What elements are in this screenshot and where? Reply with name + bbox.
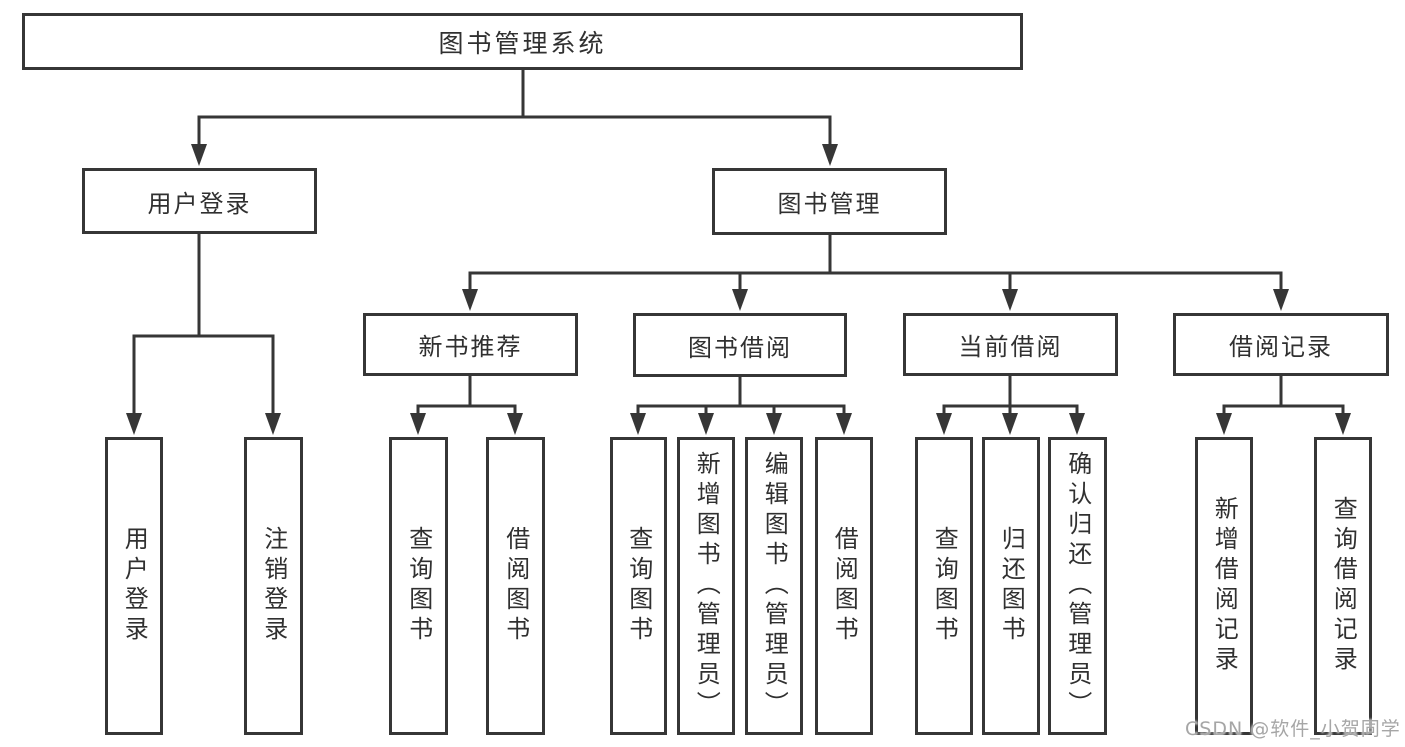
leaf-borrow-books-recommend: 借阅图书 bbox=[486, 437, 545, 735]
node-label: 确认归还（管理员） bbox=[1063, 451, 1092, 721]
node-label: 归还图书 bbox=[997, 526, 1026, 646]
node-label: 用户登录 bbox=[147, 189, 252, 218]
node-new-book-recommend: 新书推荐 bbox=[363, 313, 578, 376]
node-label: 新书推荐 bbox=[418, 333, 523, 361]
node-label: 查询图书 bbox=[624, 526, 653, 646]
node-book-borrowing: 图书借阅 bbox=[633, 313, 847, 377]
node-label: 借阅图书 bbox=[501, 526, 530, 646]
node-label: 新增借阅记录 bbox=[1210, 496, 1239, 676]
leaf-query-books-recommend: 查询图书 bbox=[389, 437, 448, 735]
leaf-logout-login: 注销登录 bbox=[244, 437, 303, 735]
leaf-user-login: 用户登录 bbox=[105, 437, 163, 735]
node-label: 新增图书（管理员） bbox=[692, 451, 721, 721]
arrowheads bbox=[126, 144, 1351, 435]
node-label: 图书借阅 bbox=[688, 333, 792, 362]
leaf-confirm-return-admin: 确认归还（管理员） bbox=[1048, 437, 1107, 735]
leaf-borrow-books-borrow: 借阅图书 bbox=[815, 437, 873, 735]
leaf-return-books: 归还图书 bbox=[982, 437, 1040, 735]
leaf-query-borrow-record: 查询借阅记录 bbox=[1314, 437, 1372, 735]
node-label: 用户登录 bbox=[120, 526, 149, 646]
node-label: 借阅记录 bbox=[1229, 333, 1333, 361]
node-label: 当前借阅 bbox=[958, 333, 1063, 361]
leaf-edit-books-admin: 编辑图书（管理员） bbox=[745, 437, 803, 735]
node-label: 注销登录 bbox=[259, 526, 288, 646]
node-label: 图书管理 bbox=[777, 190, 882, 218]
node-label: 图书管理系统 bbox=[438, 28, 607, 58]
leaf-add-borrow-record: 新增借阅记录 bbox=[1195, 437, 1253, 735]
node-book-management: 图书管理 bbox=[712, 168, 947, 235]
node-label: 查询图书 bbox=[930, 526, 959, 646]
node-current-borrowing: 当前借阅 bbox=[903, 313, 1118, 376]
leaf-query-books-current: 查询图书 bbox=[915, 437, 973, 735]
node-label: 编辑图书（管理员） bbox=[760, 451, 789, 721]
node-borrow-records: 借阅记录 bbox=[1173, 313, 1389, 376]
leaf-query-books-borrow: 查询图书 bbox=[610, 437, 667, 735]
leaf-add-books-admin: 新增图书（管理员） bbox=[677, 437, 735, 735]
node-library-management-system: 图书管理系统 bbox=[22, 13, 1023, 70]
node-user-login: 用户登录 bbox=[82, 168, 317, 234]
node-label: 查询借阅记录 bbox=[1329, 496, 1358, 676]
csdn-watermark: CSDN @软件_小贺同学 bbox=[1185, 718, 1401, 740]
node-label: 借阅图书 bbox=[830, 526, 859, 646]
node-label: 查询图书 bbox=[404, 526, 433, 646]
